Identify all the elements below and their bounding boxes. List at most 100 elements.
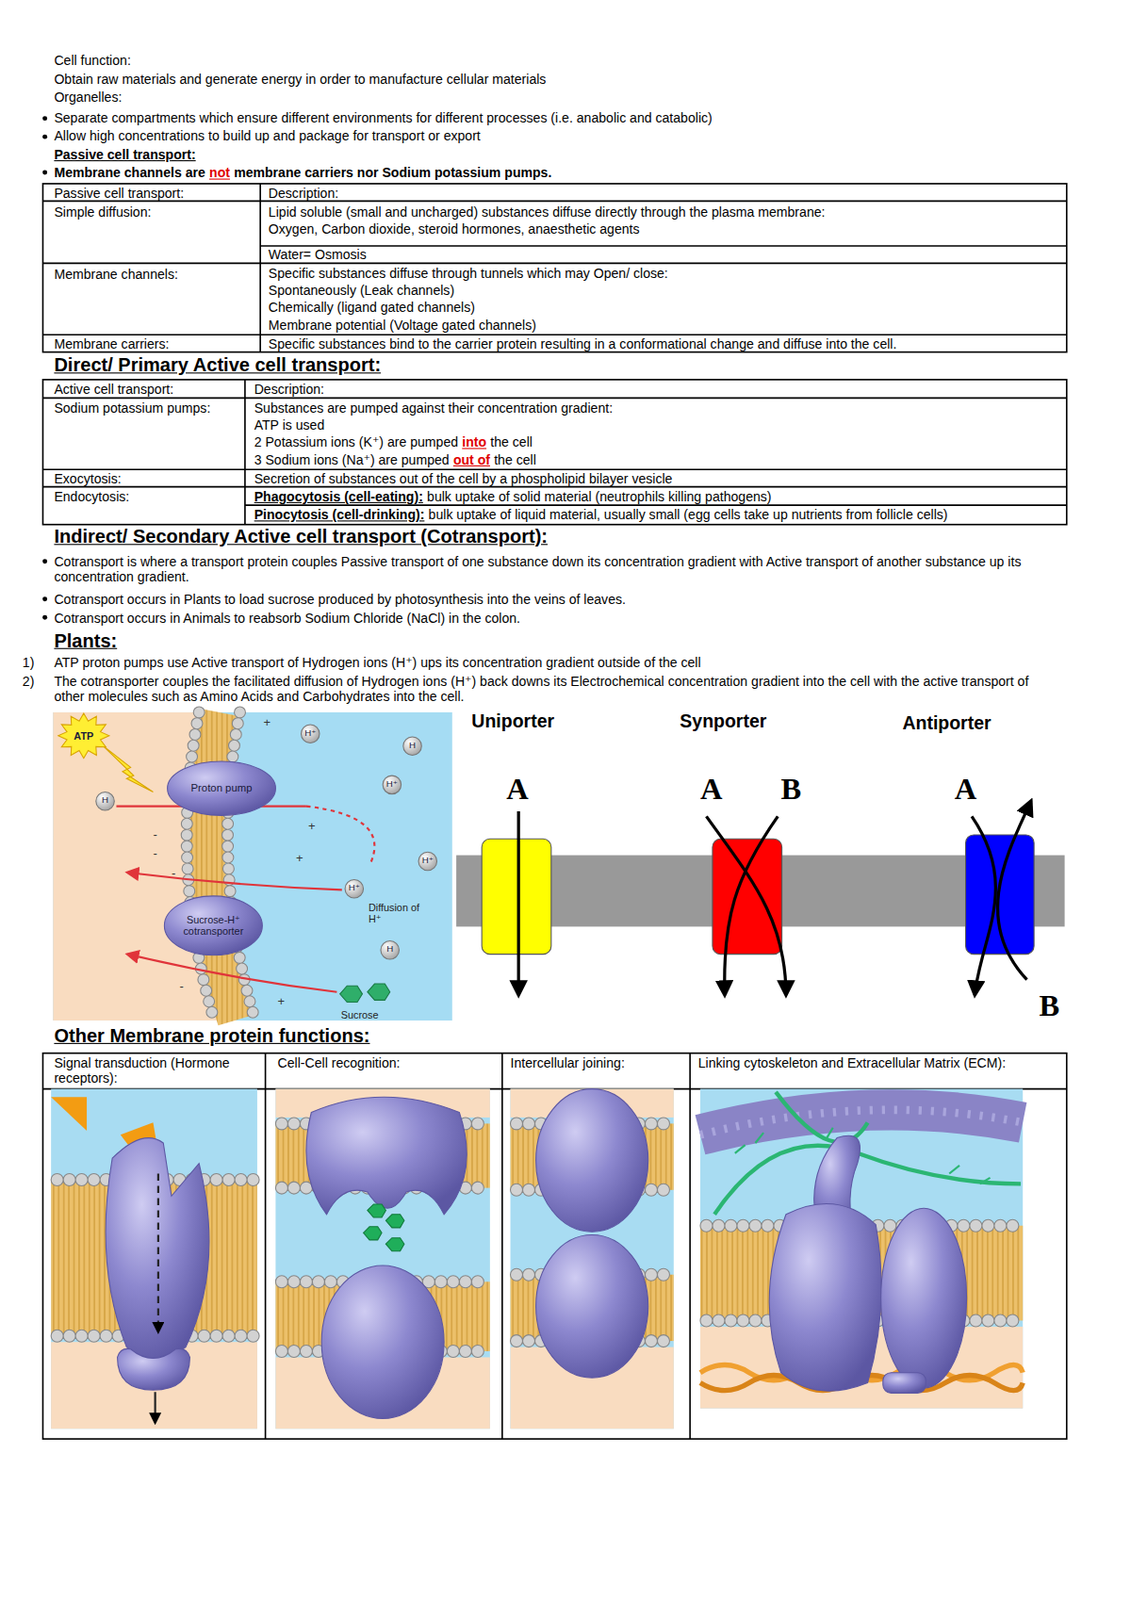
node-text: H⁺ — [386, 779, 398, 790]
illustration-part — [321, 1265, 444, 1419]
node-shape: H — [95, 790, 116, 812]
text-line: B — [781, 773, 803, 804]
text-label: Intercellular joining: — [510, 1055, 625, 1071]
illustration-part — [50, 1089, 258, 1430]
illustration-part — [42, 134, 48, 140]
text-label: Description: — [268, 185, 339, 201]
node-text: H⁺ — [422, 856, 434, 868]
text-label: Chemically (ligand gated channels) — [268, 299, 476, 315]
illustration-part — [52, 712, 235, 1021]
text-label: Cotransport is where a transport protein… — [53, 554, 1021, 585]
text-label: + — [308, 819, 316, 834]
illustration-part — [518, 801, 1032, 996]
text-line: Direct/ Primary Active cell transport: — [53, 354, 381, 377]
text-line: Spontaneously (Leak channels) — [268, 282, 455, 298]
illustration-part — [42, 379, 1066, 525]
porter-diagrams — [456, 801, 1065, 996]
node-text: H — [386, 945, 394, 956]
illustration-part — [385, 1214, 404, 1229]
text-line: B — [1039, 990, 1061, 1021]
text-line: Uniporter — [471, 711, 555, 733]
illustration-part — [881, 1208, 968, 1389]
text-label: Membrane channels are — [53, 164, 205, 181]
illustration-part — [340, 983, 391, 1002]
text-label: A — [700, 771, 722, 806]
text-line: - — [152, 828, 157, 841]
text-line: Synporter — [679, 711, 767, 733]
illustration-part — [712, 838, 783, 954]
node-shape: Sucrose-H⁺ cotransporter — [163, 895, 263, 957]
text-label: Membrane carriers: — [53, 336, 169, 352]
text-label: Uniporter — [471, 711, 555, 733]
illustration-part — [367, 1204, 386, 1218]
text-label: + — [262, 715, 271, 730]
text-line: Sodium potassium pumps: — [53, 400, 211, 416]
text-line: Chemically (ligand gated channels) — [268, 299, 476, 315]
node-outline-shape — [167, 761, 277, 816]
text-label: Membrane channels: — [53, 266, 178, 282]
node-outline-shape — [344, 880, 363, 899]
text-label: Other Membrane protein functions: — [53, 1024, 370, 1047]
illustration-part — [42, 170, 48, 176]
text-line: - — [152, 847, 157, 860]
text-label: Synporter — [679, 711, 767, 733]
text-line: Membrane channels: — [53, 266, 178, 282]
protein-panels — [50, 1089, 1023, 1430]
illustration-part — [340, 985, 363, 1002]
text-label: Endocytosis: — [53, 489, 130, 505]
text-line: Separate compartments which ensure diffe… — [53, 110, 712, 126]
illustration-part — [883, 1373, 926, 1394]
text-label: Cotransport occurs in Animals to reabsor… — [53, 610, 521, 626]
illustration-part — [101, 745, 153, 793]
text-label: Description: — [254, 381, 325, 397]
illustration-part — [50, 1097, 87, 1131]
node-text: H⁺ — [304, 728, 316, 739]
text-label: 3 Sodium ions (Na⁺) are pumped — [254, 452, 450, 468]
node-outline-shape — [163, 896, 263, 956]
node-shape: H⁺ — [344, 878, 365, 900]
illustration-part — [714, 1092, 1021, 1215]
illustration-part — [117, 1348, 191, 1391]
text-label: membrane carriers nor Sodium potassium p… — [233, 164, 552, 181]
illustration-part — [42, 183, 1066, 353]
text-label: ATP proton pumps use Active transport of… — [53, 655, 701, 671]
text-label: Specific substances diffuse through tunn… — [268, 265, 669, 281]
text-label: + — [295, 851, 304, 866]
text-label: B — [781, 771, 803, 806]
illustration-part — [154, 1392, 157, 1423]
text-label: Obtain raw materials and generate energy… — [53, 71, 546, 87]
text-label: Lipid soluble (small and uncharged) subs… — [268, 204, 826, 220]
text-line: A — [700, 773, 722, 804]
text-line: Passive cell transport: — [53, 147, 196, 163]
text-label: Plants: — [53, 629, 117, 652]
text-line: Membrane carriers: — [53, 336, 169, 352]
illustration-part — [536, 1234, 649, 1378]
text-label: Oxygen, Carbon dioxide, steroid hormones… — [268, 221, 640, 237]
node-text: Sucrose-H⁺ cotransporter — [174, 914, 252, 937]
text-line: Water= Osmosis — [268, 246, 367, 263]
text-line: Cotransport occurs in Animals to reabsor… — [53, 610, 521, 626]
illustration-part — [363, 1204, 405, 1252]
text-label: Specific substances bind to the carrier … — [268, 336, 898, 352]
text-label: Secretion of substances out of the cell … — [254, 471, 673, 487]
node-shape: H — [379, 939, 401, 961]
text-line: Active cell transport: — [53, 381, 174, 397]
text-line: Obtain raw materials and generate energy… — [53, 71, 546, 87]
text-label: Active cell transport: — [53, 381, 174, 397]
text-line: 2 Potassium ions (K⁺) are pumpedintothe … — [254, 434, 533, 450]
illustration-part — [275, 1089, 490, 1430]
text-label: bulk uptake of liquid material, usually … — [428, 507, 949, 523]
node-outline-shape — [403, 737, 422, 755]
illustration-part — [367, 983, 391, 1000]
text-label: Sucrose — [341, 1009, 379, 1021]
illustration-part — [700, 1089, 1023, 1410]
cotransport-illustration — [52, 712, 452, 1021]
text-label: out of — [453, 452, 491, 468]
text-line: Description: — [268, 185, 339, 201]
text-line: Passive cell transport: — [53, 185, 184, 201]
text-line: Intercellular joining: — [510, 1055, 625, 1071]
text-line: ATP is used — [254, 417, 326, 433]
text-line: Membrane potential (Voltage gated channe… — [268, 317, 537, 333]
text-line: Cotransport is where a transport protein… — [53, 554, 1060, 585]
text-label: 1) — [22, 655, 35, 671]
